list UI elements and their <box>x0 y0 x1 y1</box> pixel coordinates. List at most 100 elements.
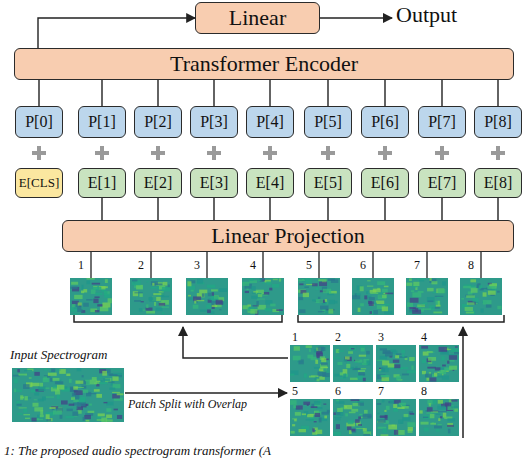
node-text: E[3] <box>200 175 228 192</box>
split-label: Patch Split with Overlap <box>128 398 288 411</box>
patch-number: 4 <box>421 331 433 344</box>
embedding-box: E[8] <box>474 168 522 198</box>
patch-image <box>186 278 228 315</box>
plus-symbol <box>95 146 109 160</box>
split-arrow <box>125 392 287 394</box>
embedding-box: E[1] <box>78 168 126 198</box>
patch-number: 1 <box>78 259 90 272</box>
node-text: E[CLS] <box>19 176 59 190</box>
feed-line <box>318 252 319 278</box>
embedding-box: E[2] <box>134 168 182 198</box>
figure-caption: 1: The proposed audio spectrogram transf… <box>4 444 528 458</box>
node-text: E[5] <box>314 175 342 192</box>
group-bracket <box>298 315 504 322</box>
position-box: P[6] <box>361 106 409 138</box>
plus-symbol <box>321 146 335 160</box>
plus-symbol <box>491 146 505 160</box>
feed-line <box>90 252 91 278</box>
node-text: P[4] <box>256 114 284 131</box>
patch-number: 8 <box>468 259 480 272</box>
connector-line <box>327 198 328 220</box>
embedding-box: E[4] <box>246 168 294 198</box>
patch-image <box>352 278 394 315</box>
patch-image <box>70 278 112 315</box>
patch-image <box>333 345 373 382</box>
plus-symbol <box>378 146 392 160</box>
embedding-box: E[3] <box>190 168 238 198</box>
patch-number: 4 <box>250 259 262 272</box>
node-text: P[8] <box>484 114 512 131</box>
flow-arrow <box>462 327 464 438</box>
feed-line <box>262 252 263 278</box>
patch-number: 1 <box>292 331 304 344</box>
connector-line <box>384 80 385 106</box>
patch-number: 6 <box>335 385 347 398</box>
input-label: Input Spectrogram <box>10 348 140 362</box>
embedding-box: E[7] <box>418 168 466 198</box>
patch-image <box>419 399 459 436</box>
flow-arrow <box>183 327 288 358</box>
encoder-box: Transformer Encoder <box>14 48 514 80</box>
output-arrow <box>320 17 392 19</box>
output-label: Output <box>396 3 506 27</box>
node-text: E[7] <box>428 175 456 192</box>
patch-image <box>242 278 284 315</box>
node-text: E[8] <box>484 175 512 192</box>
embedding-box: E[6] <box>361 168 409 198</box>
position-box: P[8] <box>474 106 522 138</box>
patch-number: 2 <box>138 259 150 272</box>
patch-image <box>290 399 330 436</box>
connector-line <box>101 80 102 106</box>
node-text: E[2] <box>144 175 172 192</box>
node-text: Linear <box>229 6 286 29</box>
connector-line <box>441 198 442 220</box>
connector-line <box>213 198 214 220</box>
node-text: P[5] <box>314 114 342 131</box>
patch-image <box>376 345 416 382</box>
patch-image <box>290 345 330 382</box>
position-box: P[2] <box>134 106 182 138</box>
node-text: Linear Projection <box>211 224 364 247</box>
node-text: P[1] <box>88 114 116 131</box>
patch-image <box>298 278 340 315</box>
patch-image <box>460 278 502 315</box>
connector-line <box>269 80 270 106</box>
position-box: P[7] <box>418 106 466 138</box>
plus-symbol <box>151 146 165 160</box>
node-text: E[4] <box>256 175 284 192</box>
patch-image <box>406 278 448 315</box>
connector-line <box>101 198 102 220</box>
patch-number: 3 <box>378 331 390 344</box>
patch-number: 7 <box>378 385 390 398</box>
node-text: P[6] <box>371 114 399 131</box>
plus-symbol <box>263 146 277 160</box>
connector-line <box>497 198 498 220</box>
position-box: P[5] <box>304 106 352 138</box>
connector-line <box>157 198 158 220</box>
feed-line <box>372 252 373 278</box>
patch-image <box>333 399 373 436</box>
embedding-box: E[5] <box>304 168 352 198</box>
node-text: P[2] <box>144 114 172 131</box>
plus-symbol <box>435 146 449 160</box>
patch-number: 3 <box>194 259 206 272</box>
patch-number: 8 <box>421 385 433 398</box>
plus-symbol <box>32 146 46 160</box>
connector-line <box>327 80 328 106</box>
connector-line <box>38 80 39 106</box>
cls-token-box: E[CLS] <box>15 168 63 198</box>
connector-line <box>384 198 385 220</box>
group-bracket <box>74 315 282 322</box>
patch-image <box>130 278 172 315</box>
node-text: E[1] <box>88 175 116 192</box>
connector-line <box>157 80 158 106</box>
feed-line <box>206 252 207 278</box>
patch-number: 5 <box>306 259 318 272</box>
feed-line <box>480 252 481 278</box>
projection-box: Linear Projection <box>62 220 514 252</box>
position-box: P[3] <box>190 106 238 138</box>
patch-number: 5 <box>292 385 304 398</box>
patch-number: 6 <box>360 259 372 272</box>
